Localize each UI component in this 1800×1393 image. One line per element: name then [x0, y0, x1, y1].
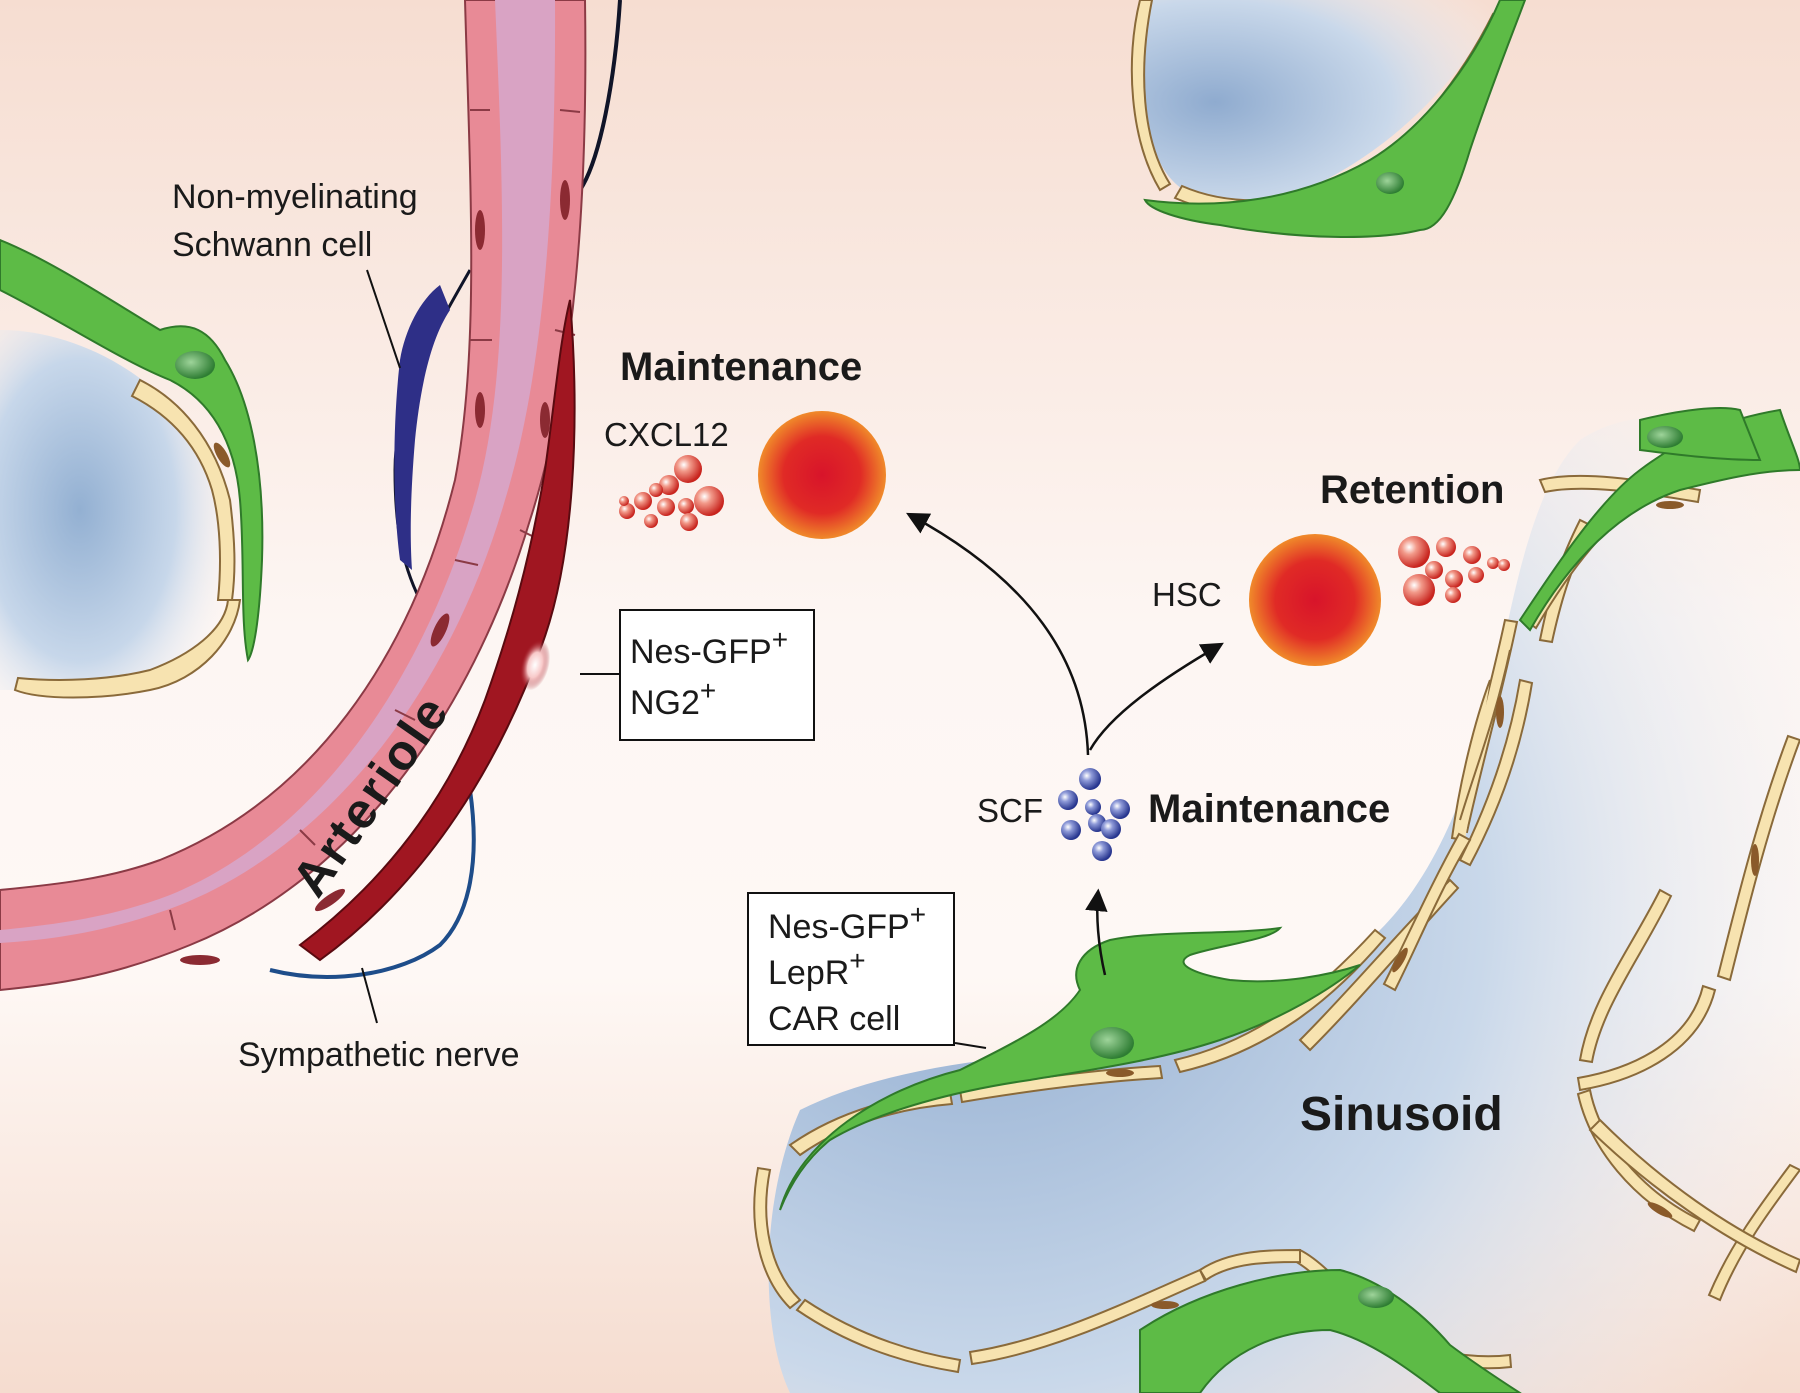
- svg-text:NG2+: NG2+: [630, 675, 716, 722]
- schwann-label-line1: Non-myelinating: [172, 178, 418, 216]
- car-box-line2: LepR: [768, 954, 849, 992]
- ng2-marker-box: Nes-GFP+ NG2+: [619, 609, 815, 741]
- ng2-box-line1-sup: +: [772, 624, 788, 655]
- retention-label: Retention: [1320, 468, 1504, 512]
- sinusoid-label: Sinusoid: [1300, 1088, 1503, 1141]
- ng2-box-line2-sup: +: [700, 675, 716, 706]
- car-box-line3: CAR cell: [768, 1000, 900, 1038]
- car-box-line2-sup: +: [849, 945, 865, 976]
- hsc-label: HSC: [1152, 576, 1222, 613]
- car-cell: [779, 926, 1361, 1211]
- schwann-label-line2: Schwann cell: [172, 226, 372, 264]
- pericyte-cell: [298, 299, 576, 962]
- car-box-line1-sup: +: [910, 899, 926, 930]
- arteriole: [0, 0, 622, 992]
- ng2-box-line1: Nes-GFP: [630, 633, 772, 671]
- leader-lines: [361, 269, 987, 1049]
- hsc-cell-right: [1249, 534, 1381, 666]
- svg-text:LepR+: LepR+: [768, 945, 866, 992]
- arrows: [906, 512, 1224, 976]
- cxcl12-beads-right: [1398, 536, 1510, 606]
- sympathetic-label: Sympathetic nerve: [238, 1036, 520, 1074]
- svg-text:Nes-GFP+: Nes-GFP+: [768, 899, 926, 946]
- cxcl12-beads-top: [619, 455, 724, 531]
- scf-beads: [1058, 768, 1130, 861]
- car-marker-box: Nes-GFP+ LepR+ CAR cell: [747, 892, 955, 1046]
- sinusoid-top-right: [1130, 0, 1527, 238]
- arrow-scf-to-cxcl12-hsc: [906, 512, 1090, 756]
- arrow-car-to-scf: [1085, 888, 1108, 976]
- ng2-box-line2: NG2: [630, 684, 700, 722]
- leader-sympathetic: [361, 967, 378, 1024]
- maintenance-label-mid: Maintenance: [1148, 787, 1390, 831]
- car-box-line1: Nes-GFP: [768, 908, 910, 946]
- hsc-cell-top: [758, 411, 886, 539]
- scf-label: SCF: [977, 792, 1043, 829]
- cxcl12-label: CXCL12: [604, 416, 729, 453]
- maintenance-label-top: Maintenance: [620, 345, 862, 389]
- leader-car: [954, 1042, 987, 1049]
- arrow-scf-to-retention-hsc: [1088, 642, 1224, 751]
- svg-text:Nes-GFP+: Nes-GFP+: [630, 624, 788, 671]
- leader-schwann: [366, 269, 401, 369]
- sinusoid-main: [753, 407, 1800, 1393]
- sinusoid-top-left: [0, 238, 264, 699]
